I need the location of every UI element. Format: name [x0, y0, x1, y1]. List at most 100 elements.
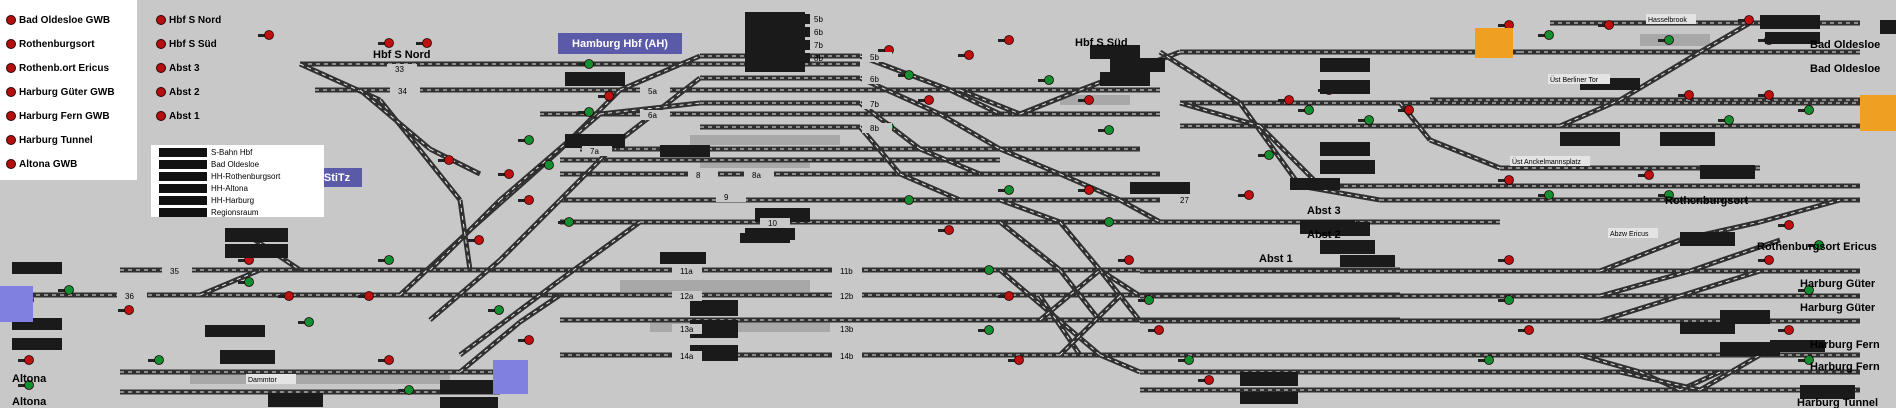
train-number-field[interactable] — [12, 262, 62, 274]
train-number-field[interactable] — [1720, 310, 1770, 324]
train-number-field[interactable] — [1720, 342, 1780, 356]
signal-icon[interactable] — [1084, 185, 1094, 195]
signal-icon[interactable] — [984, 325, 994, 335]
legend-right-item[interactable]: Abst 1 — [156, 108, 200, 124]
train-number-field[interactable] — [745, 14, 810, 24]
signal-icon[interactable] — [1804, 105, 1814, 115]
signal-icon[interactable] — [24, 355, 34, 365]
destination-label[interactable]: HH-Harburg — [211, 196, 255, 205]
train-number-field[interactable] — [740, 233, 790, 243]
signal-icon[interactable] — [1264, 150, 1274, 160]
signal-icon[interactable] — [924, 95, 934, 105]
legend-left-item[interactable]: Bad Oldesloe GWB — [6, 12, 110, 28]
train-number-field[interactable] — [1320, 142, 1370, 156]
destination-label[interactable]: HH-Rothenburgsort — [211, 172, 281, 181]
signal-icon[interactable] — [1244, 190, 1254, 200]
legend-right-item[interactable]: Abst 3 — [156, 60, 200, 76]
signal-icon[interactable] — [384, 355, 394, 365]
legend-right-item[interactable]: Abst 2 — [156, 84, 200, 100]
signal-icon[interactable] — [1144, 295, 1154, 305]
signal-icon[interactable] — [1284, 95, 1294, 105]
signal-icon[interactable] — [1364, 115, 1374, 125]
destination-label[interactable]: HH-Altona — [211, 184, 248, 193]
signal-icon[interactable] — [1104, 125, 1114, 135]
signal-icon[interactable] — [544, 160, 554, 170]
signal-icon[interactable] — [1404, 105, 1414, 115]
signal-icon[interactable] — [1104, 217, 1114, 227]
track-segment[interactable] — [1118, 197, 1162, 225]
signal-icon[interactable] — [1814, 240, 1824, 250]
train-number-field[interactable] — [1320, 240, 1375, 254]
signal-icon[interactable] — [1524, 325, 1534, 335]
signal-icon[interactable] — [264, 30, 274, 40]
signal-icon[interactable] — [1664, 190, 1674, 200]
destination-label[interactable]: Bad Oldesloe — [211, 160, 260, 169]
track-segment[interactable] — [1098, 267, 1142, 299]
signal-icon[interactable] — [524, 335, 534, 345]
legend-left-item[interactable]: Rothenburgsort — [6, 36, 95, 52]
train-number-field[interactable] — [1760, 15, 1820, 29]
train-number-field[interactable] — [268, 393, 323, 407]
train-number-field[interactable] — [1660, 132, 1715, 146]
train-number-field[interactable] — [1560, 132, 1620, 146]
signal-icon[interactable] — [1604, 20, 1614, 30]
signal-icon[interactable] — [964, 50, 974, 60]
signal-icon[interactable] — [422, 38, 432, 48]
signal-icon[interactable] — [24, 380, 34, 390]
signal-icon[interactable] — [1004, 291, 1014, 301]
signal-icon[interactable] — [444, 155, 454, 165]
signal-icon[interactable] — [1764, 255, 1774, 265]
signal-icon[interactable] — [1004, 35, 1014, 45]
train-number-field[interactable] — [205, 325, 265, 337]
signal-icon[interactable] — [1504, 175, 1514, 185]
train-number-field[interactable] — [1240, 372, 1298, 386]
train-number-field[interactable] — [565, 134, 625, 148]
signal-icon[interactable] — [1764, 90, 1774, 100]
signal-icon[interactable] — [64, 285, 74, 295]
train-number-field[interactable] — [1110, 58, 1165, 72]
legend-right-item[interactable]: Hbf S Süd — [156, 36, 217, 52]
train-number-field[interactable] — [1290, 178, 1340, 190]
train-number-field[interactable] — [745, 53, 810, 63]
track-segment[interactable] — [1689, 237, 1781, 274]
train-number-field[interactable] — [1800, 385, 1855, 399]
train-number-field[interactable] — [745, 27, 810, 37]
train-number-field[interactable] — [1770, 340, 1825, 352]
signal-icon[interactable] — [1784, 220, 1794, 230]
signal-icon[interactable] — [944, 225, 954, 235]
signal-icon[interactable] — [904, 70, 914, 80]
signal-icon[interactable] — [984, 265, 994, 275]
train-number-field[interactable] — [565, 72, 625, 86]
signal-icon[interactable] — [524, 135, 534, 145]
train-number-field[interactable] — [225, 228, 288, 242]
train-number-field[interactable] — [440, 397, 498, 408]
station-box-hamburg-hbf[interactable]: Hamburg Hbf (AH) — [558, 33, 682, 54]
signal-icon[interactable] — [1664, 35, 1674, 45]
train-number-field[interactable] — [660, 145, 710, 157]
signal-icon[interactable] — [1044, 75, 1054, 85]
track-segment[interactable] — [1158, 49, 1242, 106]
signal-icon[interactable] — [384, 38, 394, 48]
signal-icon[interactable] — [1804, 285, 1814, 295]
signal-icon[interactable] — [494, 305, 504, 315]
train-number-field[interactable] — [690, 300, 738, 316]
track-segment[interactable] — [1099, 352, 1141, 375]
destination-label[interactable]: S-Bahn Hbf — [211, 148, 253, 157]
signal-icon[interactable] — [1504, 255, 1514, 265]
signal-icon[interactable] — [584, 59, 594, 69]
legend-left-item[interactable]: Harburg Güter GWB — [6, 84, 115, 100]
signal-icon[interactable] — [1804, 355, 1814, 365]
signal-icon[interactable] — [564, 217, 574, 227]
signal-icon[interactable] — [1084, 95, 1094, 105]
signal-icon[interactable] — [284, 291, 294, 301]
signal-icon[interactable] — [154, 355, 164, 365]
signal-icon[interactable] — [244, 277, 254, 287]
signal-icon[interactable] — [1014, 355, 1024, 365]
train-number-field[interactable] — [1100, 72, 1150, 86]
signal-icon[interactable] — [474, 235, 484, 245]
signal-icon[interactable] — [1124, 255, 1134, 265]
train-number-field[interactable] — [1680, 232, 1735, 246]
signal-icon[interactable] — [524, 195, 534, 205]
train-number-field[interactable] — [225, 244, 288, 258]
signal-icon[interactable] — [904, 195, 914, 205]
